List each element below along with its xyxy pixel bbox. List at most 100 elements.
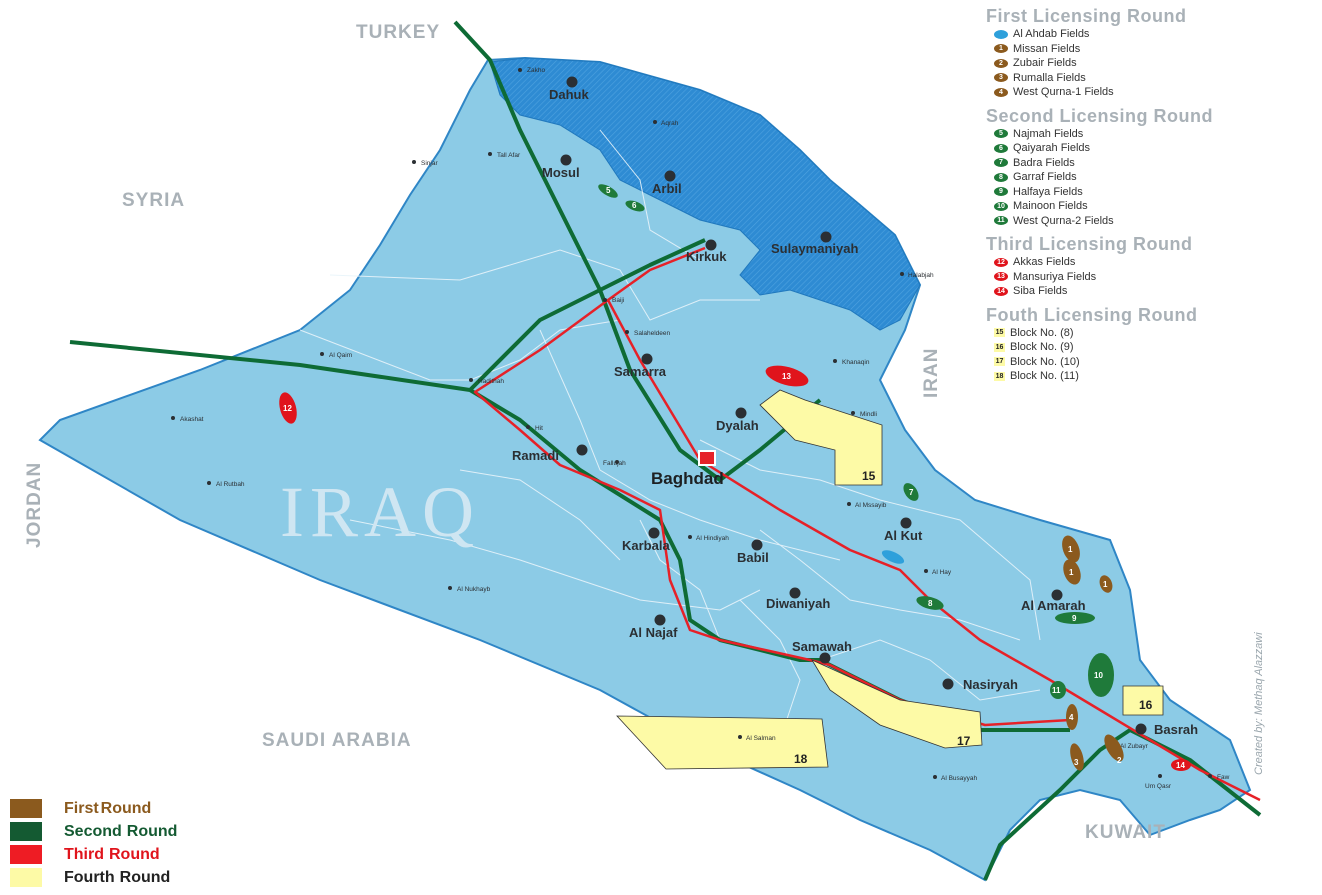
field-6	[625, 200, 645, 212]
field-12	[279, 392, 297, 424]
city-akashat: Akashat	[180, 416, 204, 423]
city-samawah: Samawah	[792, 639, 852, 654]
svg-text:8: 8	[928, 599, 933, 608]
svg-text:14: 14	[1176, 761, 1185, 770]
city-hadithah: Hadithah	[478, 378, 504, 385]
city-al-qaim: Al Qaim	[329, 352, 352, 359]
city-al-busayyah: Al Busayyah	[941, 775, 978, 782]
city-zakho: Zakho	[527, 67, 545, 74]
svg-text:11: 11	[1052, 686, 1061, 695]
city-al-najaf: Al Najaf	[629, 625, 678, 640]
field-5	[598, 184, 618, 198]
block-15-area	[759, 389, 883, 486]
field-13	[765, 365, 809, 387]
city-basrah: Basrah	[1154, 722, 1198, 737]
city-baiji: Baiji	[612, 297, 624, 304]
legend-item: Al Ahdab Fields	[994, 27, 1320, 42]
city-mosul: Mosul	[542, 165, 580, 180]
block-18-label: 18	[794, 752, 808, 766]
city-dyalah: Dyalah	[716, 418, 759, 433]
country-label-turkey: TURKEY	[356, 22, 440, 43]
svg-text:10: 10	[1094, 671, 1103, 680]
country-label-syria: SYRIA	[122, 190, 185, 211]
city-fallujah: Fallujah	[603, 460, 626, 467]
legend-title-fourth: Fouth Licensing Round	[986, 304, 1198, 325]
city-hit: Hit	[535, 425, 543, 432]
city-khanaqin: Khanaqin	[842, 359, 870, 366]
svg-text:1: 1	[1069, 568, 1074, 577]
country-label-iran: IRAN	[921, 348, 942, 398]
city-sinjar: Sinjar	[421, 160, 438, 167]
city-baghdad: Baghdad	[651, 469, 724, 488]
svg-text:7: 7	[909, 488, 914, 497]
svg-text:6: 6	[632, 201, 637, 210]
city-kirkuk: Kirkuk	[686, 249, 727, 264]
svg-text:1: 1	[1068, 545, 1073, 554]
block-16-area	[1122, 685, 1164, 716]
city-faw: Faw	[1217, 774, 1230, 781]
field-9	[1055, 612, 1095, 624]
svg-text:12: 12	[283, 404, 292, 413]
field-1-mid	[1063, 559, 1081, 585]
legend-title-first: First Licensing Round	[986, 6, 1187, 26]
city-karbala: Karbala	[622, 538, 670, 553]
city-al-hindiyah: Al Hindiyah	[696, 535, 729, 542]
city-al-zubayr: Al Zubayr	[1120, 743, 1149, 750]
city-salaheldeen: Salaheldeen	[634, 330, 671, 337]
kurdistan-region	[489, 57, 921, 331]
field-8	[916, 596, 944, 610]
city-um-qasr: Um Qasr	[1145, 783, 1172, 790]
city-halabjah: Halabjah	[908, 272, 934, 279]
svg-text:4: 4	[1069, 713, 1074, 722]
country-label-jordan: JORDAN	[24, 462, 45, 548]
field-10	[1088, 653, 1114, 697]
field-1-top	[1062, 535, 1080, 563]
city-al-mssayib: Al Mssayib	[855, 502, 887, 509]
svg-text:1: 1	[1103, 580, 1108, 589]
capital-marker	[698, 450, 716, 466]
city-aqrah: Aqrah	[661, 120, 679, 127]
city-samarra: Samarra	[614, 364, 667, 379]
svg-text:9: 9	[1072, 614, 1077, 623]
oil-fields: 1 1 1 4 3 2 5 6 7 8 9 10 11 12 13 14	[279, 184, 1191, 771]
block-16-label: 16	[1139, 698, 1153, 712]
field-11	[1050, 681, 1066, 699]
block-15-label: 15	[862, 469, 876, 483]
legend-title-second: Second Licensing Round	[986, 105, 1214, 126]
svg-text:3: 3	[1074, 758, 1079, 767]
city-dahuk: Dahuk	[549, 87, 590, 102]
city-al-nukhayb: Al Nukhayb	[457, 586, 491, 593]
block-17-area	[810, 659, 983, 749]
city-babil: Babil	[737, 550, 769, 565]
swatch-second	[10, 822, 42, 841]
iraq-watermark: IRAQ	[280, 472, 480, 552]
city-sulaymaniyah: Sulaymaniyah	[771, 241, 858, 256]
field-7	[903, 483, 919, 501]
map-credit: Created by: Methaq Alazzawi	[1253, 632, 1265, 775]
swatch-third	[10, 845, 42, 864]
city-diwaniyah: Diwaniyah	[766, 596, 830, 611]
block-18-area	[616, 715, 829, 770]
field-4	[1066, 704, 1078, 730]
